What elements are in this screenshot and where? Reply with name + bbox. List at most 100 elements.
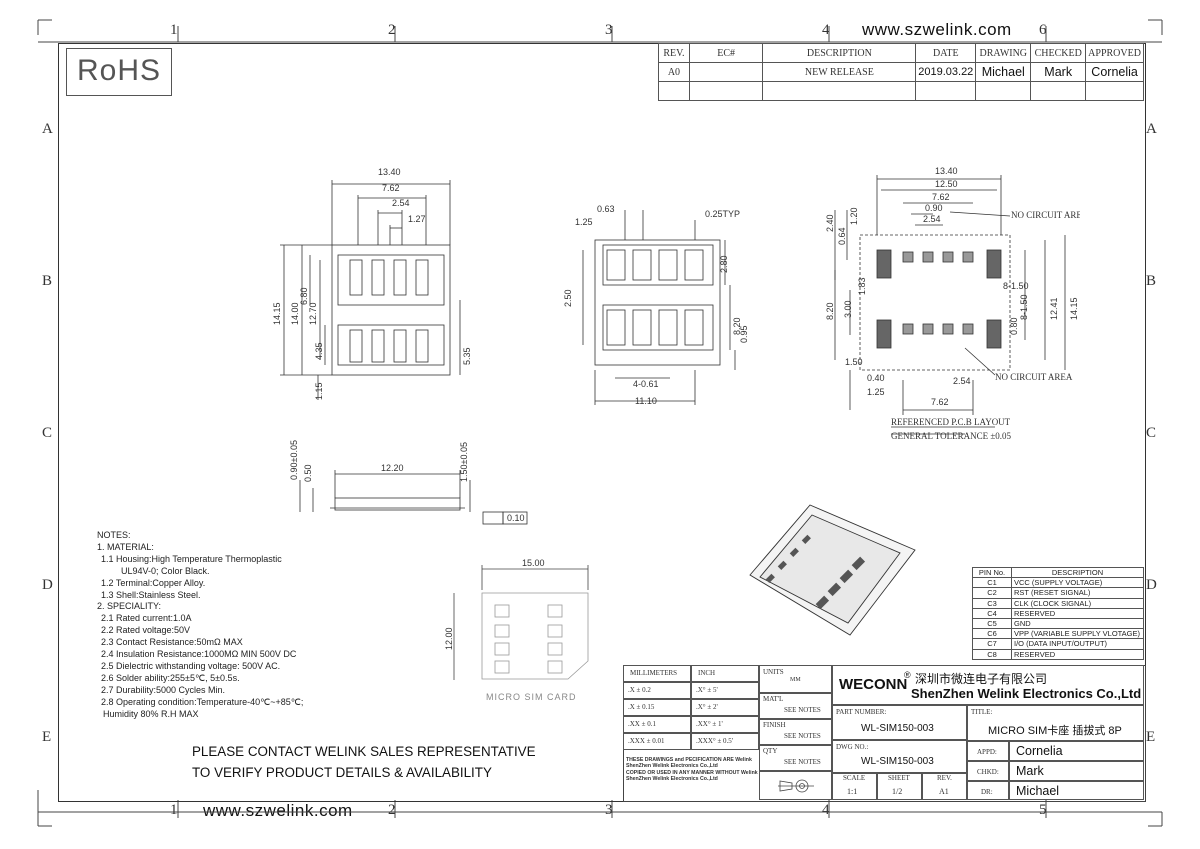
rohs-mark: RoHS bbox=[66, 48, 172, 96]
rev-value: A0 bbox=[658, 62, 690, 82]
grid-bottom-1: 1 bbox=[170, 802, 178, 818]
tol-mm-2: .XX ± 0.1 bbox=[628, 720, 656, 728]
notes-line: 2.2 Rated voltage:50V bbox=[101, 625, 191, 636]
grid-top-1: 1 bbox=[170, 22, 178, 38]
notes-line: 1.2 Terminal:Copper Alloy. bbox=[101, 577, 206, 588]
rev-header-desc: DESCRIPTION bbox=[762, 43, 917, 63]
pcb-0-40: 0.40 bbox=[867, 373, 885, 383]
dr-label: DR: bbox=[981, 788, 993, 796]
approved-value: Cornelia bbox=[1085, 62, 1144, 82]
title-label: TITLE: bbox=[971, 708, 993, 716]
side-12-20: 12.20 bbox=[381, 463, 404, 473]
qty-value: SEE NOTES bbox=[784, 758, 821, 766]
card-12-00: 12.00 bbox=[444, 627, 454, 650]
grid-left-e: E bbox=[42, 729, 52, 745]
grid-right-b: B bbox=[1146, 273, 1157, 289]
pcb-1-20: 1.20 bbox=[849, 207, 859, 225]
dim-4-35: 4.35 bbox=[314, 342, 324, 360]
header-url[interactable]: www.szwelink.com bbox=[862, 20, 1012, 39]
company-name-cn: 深圳市微连电子有限公司 bbox=[915, 672, 1048, 686]
rev-header-rev: REV. bbox=[658, 43, 690, 63]
drawing-border bbox=[58, 43, 1146, 802]
disclaimer: THESE DRAWINGS and PECIFICATION ARE Weli… bbox=[626, 757, 758, 783]
grid-bottom-2: 2 bbox=[388, 802, 396, 818]
grid-top-3: 3 bbox=[605, 22, 613, 38]
units-value: MM bbox=[790, 677, 801, 683]
pcb-7-62: 7.62 bbox=[932, 192, 950, 202]
dim-11-10: 11.10 bbox=[635, 396, 657, 406]
no-circuit-area-top: NO CIRCUIT AREA bbox=[1011, 210, 1080, 220]
dwg-label: DWG NO.: bbox=[836, 743, 869, 751]
pcb-2-40: 2.40 bbox=[825, 214, 835, 232]
card-15-00: 15.00 bbox=[522, 558, 545, 568]
mat-value: SEE NOTES bbox=[784, 706, 821, 714]
rev-header-checked: CHECKED bbox=[1030, 43, 1087, 63]
tol-mm-0: .X ± 0.2 bbox=[628, 686, 651, 694]
notes-line: 2.4 Insulation Resistance:1000MΩ MIN 500… bbox=[101, 649, 297, 660]
date-value: 2019.03.22 bbox=[915, 62, 977, 82]
rev-header-ec: EC# bbox=[688, 43, 764, 63]
pcb-12-41: 12.41 bbox=[1049, 297, 1059, 320]
grid-bottom-5: 5 bbox=[1039, 802, 1047, 818]
notes-line: 2.8 Operating condition:Temperature-40℃~… bbox=[101, 696, 304, 707]
pcb-0-64: 0.64 bbox=[837, 227, 847, 245]
scale-value: 1:1 bbox=[847, 787, 858, 796]
notes-line: 1.3 Shell:Stainless Steel. bbox=[101, 589, 201, 600]
pcb-7-62-bottom: 7.62 bbox=[931, 397, 949, 407]
grid-top-5: 6 bbox=[1039, 22, 1047, 38]
side-view-drawing: 12.20 0.90±0.05 0.50 1.50±0.05 0.10 bbox=[289, 440, 528, 525]
contact-line-2: TO VERIFY PRODUCT DETAILS & AVAILABILITY bbox=[192, 765, 492, 780]
dim-14-15: 14.15 bbox=[272, 302, 282, 325]
dim-1-25: 1.25 bbox=[575, 217, 593, 227]
ec-value bbox=[688, 62, 764, 82]
grid-right-a: A bbox=[1146, 121, 1157, 137]
rev-value-tb: A1 bbox=[939, 787, 949, 796]
tol-mm-1: .X ± 0.15 bbox=[628, 703, 655, 711]
tol-inch-header: INCH bbox=[698, 669, 716, 677]
footer-url[interactable]: www.szwelink.com bbox=[203, 801, 353, 820]
dim-0-95: 0.95 bbox=[739, 325, 749, 343]
pcb-12-50: 12.50 bbox=[935, 179, 958, 189]
dim-4-0-61: 4-0.61 bbox=[633, 379, 659, 389]
brand-logo: WECONN bbox=[839, 676, 908, 693]
grid-left-b: B bbox=[42, 273, 53, 289]
grid-left-d: D bbox=[42, 577, 53, 593]
notes-line: 2. SPECIALITY: bbox=[97, 601, 162, 612]
rev-header-approved: APPROVED bbox=[1085, 43, 1144, 63]
scale-label: SCALE bbox=[843, 774, 866, 782]
projection-symbol-icon bbox=[778, 779, 814, 793]
dim-1-27: 1.27 bbox=[408, 214, 426, 224]
pcb-14-15: 14.15 bbox=[1069, 297, 1079, 320]
mat-label: MAT'L bbox=[763, 695, 784, 703]
dim-5-35: 5.35 bbox=[462, 347, 472, 365]
notes-line: 2.3 Contact Resistance:50mΩ MAX bbox=[101, 637, 243, 648]
grid-right-e: E bbox=[1146, 729, 1156, 745]
notes-line: Humidity 80% R.H MAX bbox=[103, 708, 199, 719]
pcb-1-25: 1.25 bbox=[867, 387, 885, 397]
dr-value: Michael bbox=[1016, 784, 1060, 798]
referenced-pcb-layout: REFERENCED P.C.B LAYOUT bbox=[891, 417, 1011, 427]
tol-mm-header: MILLIMETERS bbox=[630, 669, 678, 677]
part-number-value: WL-SIM150-003 bbox=[861, 723, 934, 734]
dim-13-40: 13.40 bbox=[378, 167, 401, 177]
revision-table: REV. EC# DESCRIPTION DATE DRAWING CHECKE… bbox=[658, 43, 1144, 101]
dim-12-70: 12.70 bbox=[308, 302, 318, 325]
contact-notice: PLEASE CONTACT WELINK SALES REPRESENTATI… bbox=[192, 741, 536, 783]
title-value: MICRO SIM卡座 插拔式 8P bbox=[988, 725, 1122, 737]
pcb-1-50: 1.50 bbox=[845, 357, 863, 367]
side-0-90: 0.90±0.05 bbox=[289, 440, 299, 480]
notes-line: UL94V-0; Color Black. bbox=[121, 565, 210, 576]
finish-label: FINISH bbox=[763, 721, 786, 729]
no-circuit-area-bottom: NO CIRCUIT AREA bbox=[995, 372, 1073, 382]
desc-value: NEW RELEASE bbox=[762, 62, 917, 82]
grid-top-2: 2 bbox=[388, 22, 396, 38]
grid-left-a: A bbox=[42, 121, 53, 137]
